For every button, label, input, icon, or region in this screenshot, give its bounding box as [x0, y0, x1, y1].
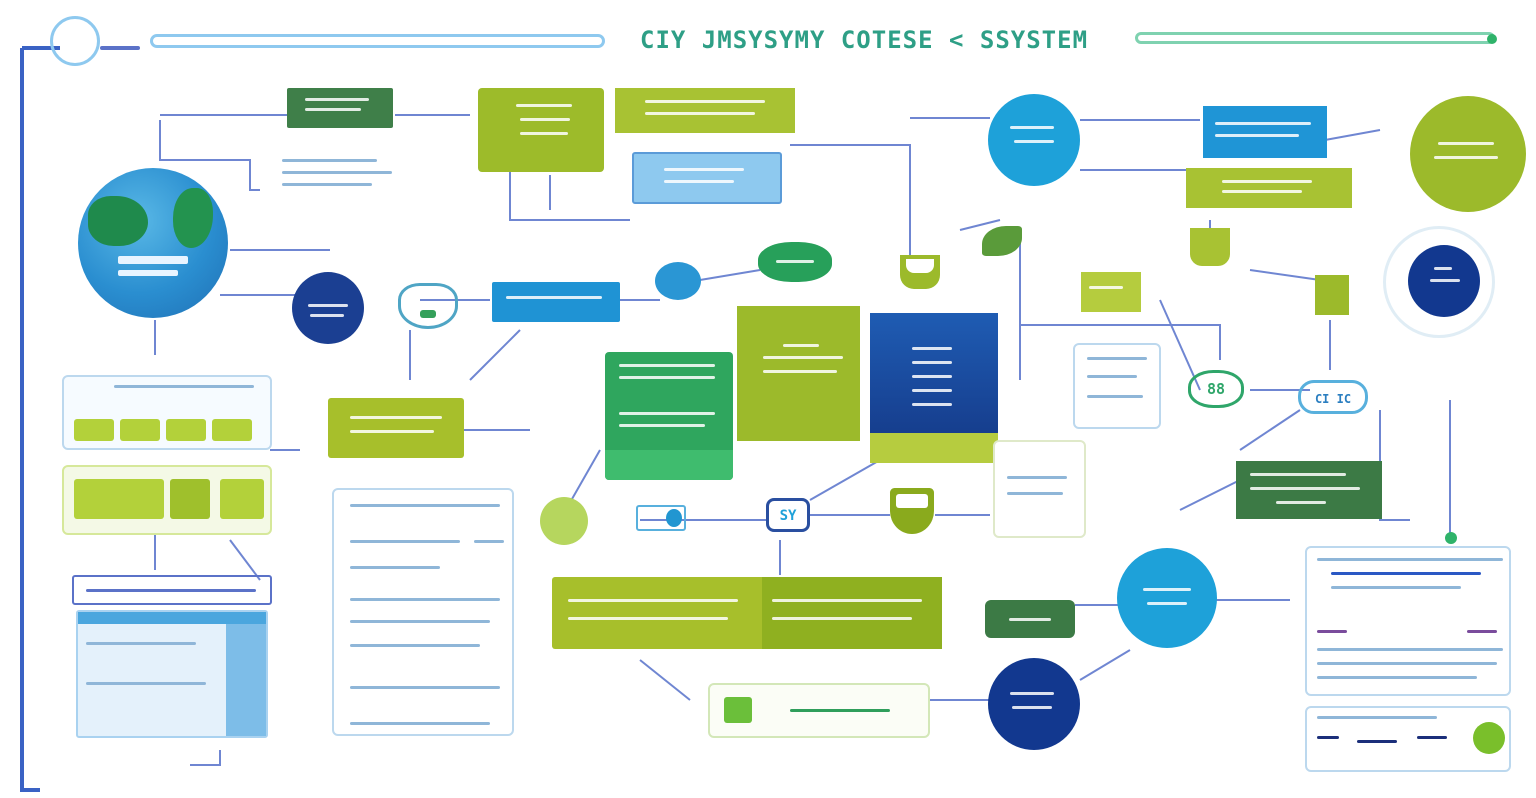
- green-oval: [758, 242, 832, 282]
- blue-circle-top: [988, 94, 1080, 186]
- text-panel-pale: [993, 440, 1086, 538]
- blue-label-box: [1203, 106, 1327, 158]
- olive-label-box-right: [1186, 168, 1352, 208]
- header-end-dot: [1487, 34, 1497, 44]
- green-document-box: [605, 352, 733, 480]
- green-blob-icon: [540, 497, 588, 545]
- page-title: CIY JMSYSYMY COTESE < SSYSTEM: [640, 26, 1089, 54]
- olive-tab: [1081, 272, 1141, 312]
- header-track-left: [150, 34, 605, 48]
- left-table: [76, 610, 268, 738]
- blue-circle-bottom: [1117, 548, 1217, 648]
- header-track-right: [1135, 32, 1495, 44]
- text-panel-mid-right: [1073, 343, 1161, 429]
- text-panel-right-bottom: [1305, 706, 1511, 772]
- left-tab-panel: [62, 375, 272, 450]
- hub-right-tag: CI IC: [1314, 392, 1352, 406]
- green-label-box: [287, 88, 393, 128]
- text-panel-bottom: [708, 683, 930, 738]
- olive-banner-top: [615, 88, 795, 133]
- olive-small-left: [328, 398, 464, 458]
- small-blue-tile: [636, 505, 686, 531]
- hub-pill: CI IC: [1298, 380, 1368, 414]
- olive-dot-right: [1445, 532, 1457, 544]
- olive-cup-right: [1190, 228, 1230, 266]
- olive-small-right: [1315, 275, 1349, 315]
- olive-cup-top: [900, 255, 940, 289]
- hub-icon: SY: [766, 498, 810, 532]
- text-panel-left: [332, 488, 514, 736]
- shield-icon: [398, 283, 458, 329]
- hub-left-tag: 88: [1206, 380, 1226, 398]
- left-header-strip: [72, 575, 272, 605]
- navy-circle-bottom: [988, 658, 1080, 750]
- lightblue-box: [632, 152, 782, 204]
- text-snippet-top: [282, 155, 397, 195]
- left-tiles-panel: [62, 465, 272, 535]
- text-panel-right: [1305, 546, 1511, 696]
- navy-circle-right: [1383, 226, 1495, 338]
- olive-central-block: [737, 306, 860, 441]
- navy-circle-left: [292, 272, 364, 344]
- green-dark-box: [1236, 461, 1382, 519]
- olive-box-top: [478, 88, 604, 172]
- check-icon: 88: [1188, 370, 1244, 408]
- olive-circle-top-right: [1410, 96, 1526, 212]
- header-rule-left: [100, 46, 140, 50]
- olive-wide-banner: [552, 577, 942, 649]
- blue-dot: [655, 262, 701, 300]
- green-pill: [985, 600, 1075, 638]
- olive-shield: [890, 488, 934, 534]
- globe-icon: [78, 168, 228, 318]
- olive-base: [870, 433, 998, 463]
- blue-bar-label: [492, 282, 620, 322]
- hub-center-tag: SY: [779, 508, 797, 524]
- header-circle: [50, 16, 100, 66]
- document-icon: [870, 313, 998, 433]
